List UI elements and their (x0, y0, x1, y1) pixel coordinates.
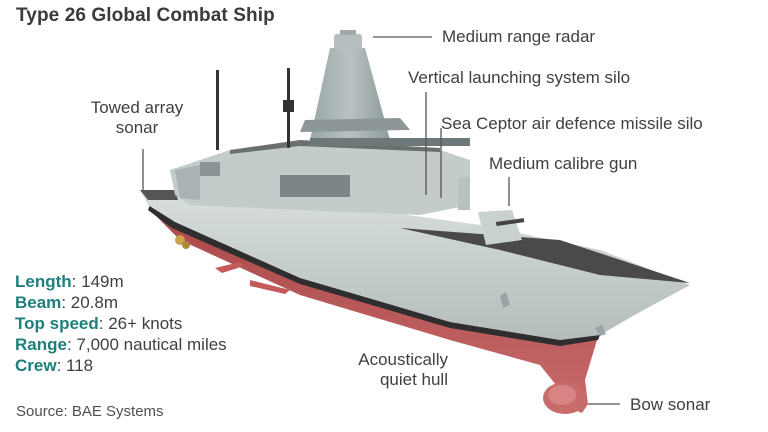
label-medium-calibre-gun: Medium calibre gun (489, 154, 638, 173)
spec-beam: Beam: 20.8m (15, 293, 119, 312)
aft-mast (216, 70, 219, 150)
label-medium-range-radar: Medium range radar (442, 27, 596, 46)
label-bow-sonar: Bow sonar (630, 395, 711, 414)
forecastle-deck (400, 228, 690, 283)
label-acoustically-quiet-hull: Acoustically quiet hull (330, 350, 448, 390)
source-credit: Source: BAE Systems (16, 403, 164, 420)
diagram-title: Type 26 Global Combat Ship (16, 5, 275, 26)
hull-line2: quiet hull (379, 370, 448, 389)
hull-line1: Acoustically (358, 350, 448, 369)
label-sea-ceptor: Sea Ceptor air defence missile silo (441, 114, 703, 133)
spec-list: Length: 149m Beam: 20.8m Top speed: 26+ … (15, 271, 227, 376)
spec-range: Range: 7,000 nautical miles (15, 335, 227, 354)
spec-length: Length: 149m (15, 272, 124, 291)
hull-topsides (140, 190, 690, 340)
spec-top-speed: Top speed: 26+ knots (15, 314, 183, 333)
flight-deck (140, 190, 178, 200)
spec-crew: Crew: 118 (15, 356, 94, 375)
towed-array-line1: Towed array (90, 98, 184, 117)
gun-turret (458, 176, 525, 245)
superstructure (170, 140, 470, 215)
main-mast (300, 30, 470, 146)
callout-lines (142, 36, 620, 405)
label-vertical-launching-system: Vertical launching system silo (408, 68, 631, 87)
towed-array-line2: sonar (115, 118, 159, 137)
label-towed-array-sonar: Towed array sonar (82, 98, 192, 138)
